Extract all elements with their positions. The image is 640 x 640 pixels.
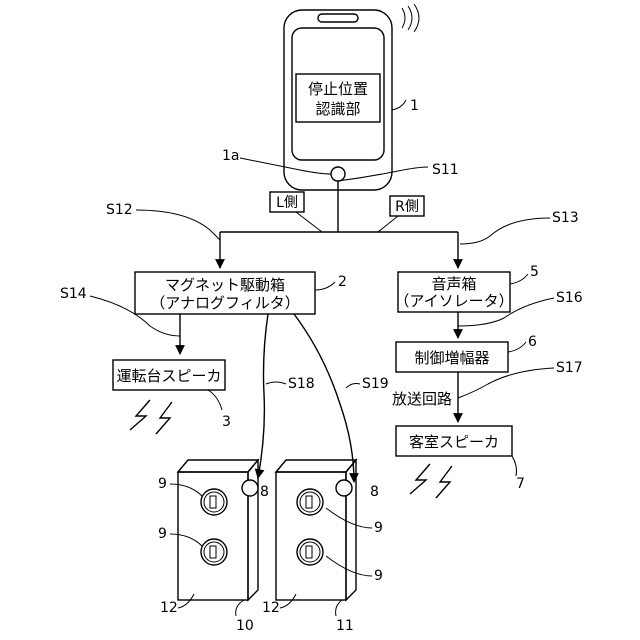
cabin-sound-icon (410, 464, 430, 494)
phone-ref: 1 (410, 98, 419, 114)
smartphone: 停止位置 認識部 1 1a (222, 4, 419, 190)
cabin-speaker-label: 客室スピーカ (409, 433, 499, 451)
signal-s19: S19 (362, 376, 389, 392)
left-channel-label: L側 (276, 195, 298, 211)
signal-line-s18 (258, 314, 268, 478)
signal-s18: S18 (288, 376, 315, 392)
driver-speaker-label: 運転台スピーカ (116, 367, 221, 385)
amplifier-label: 制御増幅器 (414, 349, 489, 367)
door-right-panel (276, 472, 346, 600)
wireless-icon (402, 8, 405, 28)
magnet-box-line2: （アナログフィルタ） (150, 294, 299, 312)
signal-s12: S12 (106, 202, 133, 218)
door-right-button-lower[interactable] (297, 539, 323, 565)
signal-s16: S16 (556, 290, 583, 306)
phone-screen-line2: 認識部 (315, 100, 360, 118)
door-left-panel (178, 472, 248, 600)
door-left-button-lower[interactable] (201, 539, 227, 565)
phone-screen-line1: 停止位置 (308, 80, 368, 98)
signal-s14: S14 (60, 286, 87, 302)
magnet-box-line1: マグネット駆動箱 (165, 276, 285, 294)
home-button[interactable] (331, 167, 345, 181)
door-left-button-ref-a: 9 (158, 476, 167, 492)
door-left-button-ref-b: 9 (158, 526, 167, 542)
sound-box-line1: 音声箱 (431, 275, 476, 293)
signal-s13: S13 (552, 210, 579, 226)
door-left: 9 9 8 12 10 (158, 460, 269, 634)
home-button-ref: 1a (222, 148, 240, 164)
sound-box-line2: （アイソレータ） (394, 292, 513, 310)
broadcast-circuit-label: 放送回路 (392, 390, 452, 408)
door-right-panel-ref: 12 (262, 600, 280, 616)
signal-s17: S17 (556, 360, 583, 376)
door-right-button-upper[interactable] (297, 489, 323, 515)
door-left-sensor (242, 480, 258, 496)
driver-speaker-ref: 3 (222, 414, 231, 430)
door-left-panel-ref: 12 (160, 600, 178, 616)
phone-speaker-slot (318, 14, 358, 22)
door-right-ref: 11 (336, 618, 354, 634)
door-right-button-ref-a: 9 (374, 520, 383, 536)
driver-sound-icon (130, 400, 150, 430)
door-right-sensor-ref: 8 (370, 484, 379, 500)
door-right: 8 9 9 12 11 (262, 460, 383, 634)
signal-line-s19 (294, 314, 354, 482)
door-left-button-upper[interactable] (201, 489, 227, 515)
door-left-ref: 10 (236, 618, 254, 634)
magnet-box-ref: 2 (338, 274, 347, 290)
right-channel-label: R側 (395, 199, 419, 215)
signal-s11: S11 (432, 162, 459, 178)
door-left-sensor-ref: 8 (260, 484, 269, 500)
cabin-speaker-ref: 7 (516, 476, 525, 492)
sound-box-ref: 5 (530, 264, 539, 280)
door-right-button-ref-b: 9 (374, 568, 383, 584)
amplifier-ref: 6 (528, 334, 537, 350)
door-right-sensor (336, 480, 352, 496)
